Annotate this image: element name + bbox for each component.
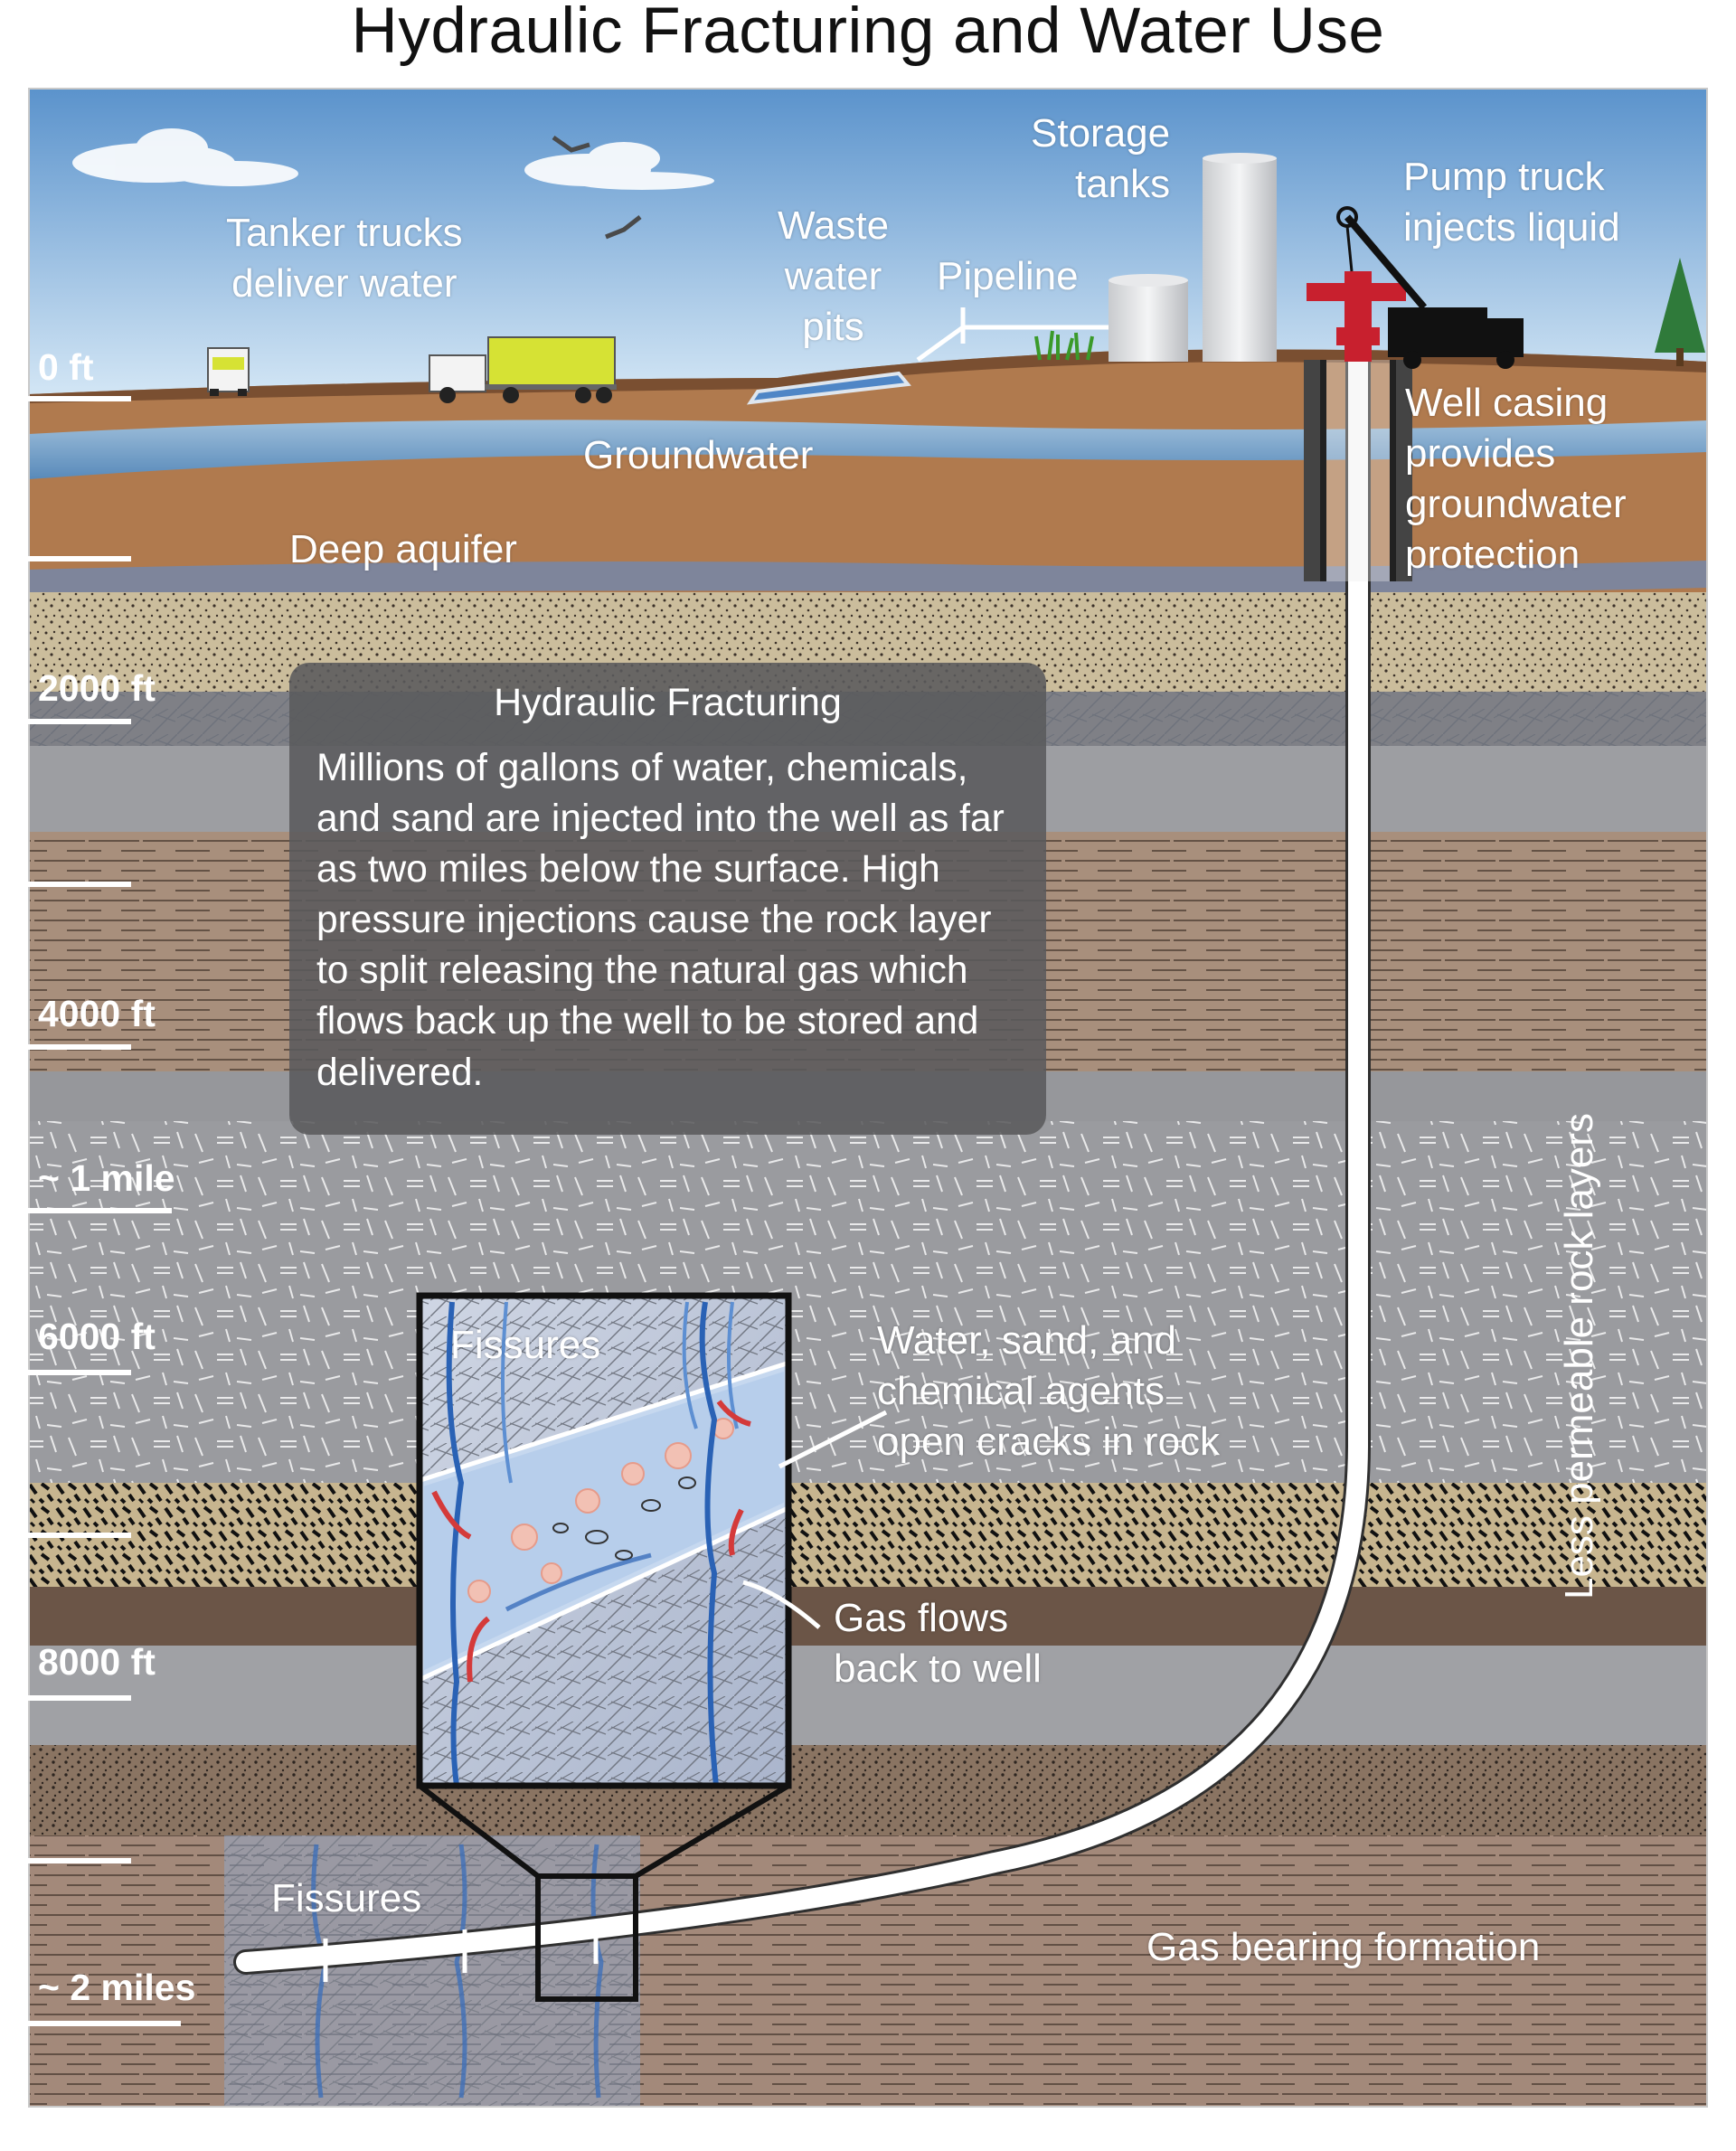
label-less-permeable: Less permeable rock layers: [1557, 1112, 1601, 1600]
depth-tick: [27, 1208, 172, 1213]
depth-label-4000ft: 4000 ft: [38, 993, 156, 1034]
depth-tick: [27, 1533, 131, 1538]
info-box: Hydraulic Fracturing Millions of gallons…: [289, 663, 1046, 1135]
depth-label-8000ft: 8000 ft: [38, 1641, 156, 1683]
depth-label-1-mile: ~ 1 mile: [38, 1157, 175, 1199]
tanker-truck-front: [207, 347, 250, 396]
depth-tick: [27, 882, 131, 887]
depth-tick: [27, 2021, 181, 2026]
gray-layer-3: [29, 1646, 1707, 1745]
diagram-title: Hydraulic Fracturing and Water Use: [351, 0, 1385, 67]
depth-label-2-miles: ~ 2 miles: [38, 1967, 196, 2008]
depth-label-6000ft: 6000 ft: [38, 1316, 156, 1357]
pointer-lines: [742, 1410, 888, 1629]
depth-tick: [27, 1695, 131, 1701]
depth-tick: [27, 1044, 131, 1050]
clouds: [72, 128, 714, 190]
label-gas-bearing-formation: Gas bearing formation: [1146, 1925, 1541, 1969]
info-box-body: Millions of gallons of water, chemicals,…: [316, 747, 1005, 1094]
depth-tick: [27, 396, 131, 401]
inset-connector: [418, 1783, 790, 2002]
label-waste-water-pits: Waste water pits: [778, 203, 890, 349]
label-deep-aquifer: Deep aquifer: [289, 527, 517, 571]
dark-brown-band: [29, 1587, 1707, 1646]
deep-aquifer-layer: [29, 561, 1707, 597]
label-groundwater: Groundwater: [583, 433, 814, 477]
fissure-inset: [416, 1292, 792, 1789]
tree: [1655, 258, 1705, 366]
depth-tick: [27, 1858, 131, 1863]
info-box-title: Hydraulic Fracturing: [494, 681, 842, 724]
label-tanker-trucks: Tanker trucks deliver water: [226, 211, 463, 306]
groundwater-layer: [29, 420, 1707, 479]
label-pump-truck: Pump truck injects liquid: [1403, 155, 1620, 250]
depth-label-2000ft: 2000 ft: [38, 667, 156, 709]
label-storage-tanks: Storage tanks: [1031, 111, 1171, 206]
well-casing: [1304, 360, 1412, 581]
depth-tick: [27, 556, 131, 561]
fissure-zone: [224, 1835, 640, 2107]
pipe-markers: [323, 1920, 599, 1982]
tanker-truck-side: [429, 336, 617, 403]
depth-tick: [27, 719, 131, 724]
depth-tick: [27, 1370, 131, 1375]
label-pipeline: Pipeline: [937, 254, 1079, 298]
pipeline: [916, 325, 1109, 363]
grass: [1034, 330, 1094, 361]
pump-truck: [1336, 206, 1524, 369]
label-gas-flows: Gas flows back to well: [834, 1596, 1042, 1691]
depth-label-0ft: 0 ft: [38, 346, 94, 388]
label-fissures-bottom: Fissures: [271, 1876, 422, 1920]
waste-water-pit: [746, 371, 911, 405]
surface-soil: [29, 349, 1707, 592]
wellhead: [1307, 271, 1406, 362]
label-fissures-inset: Fissures: [450, 1323, 601, 1367]
birds: [552, 135, 642, 240]
label-well-casing: Well casing provides groundwater protect…: [1405, 381, 1627, 577]
label-water-sand-chemicals: Water, sand, and chemical agents open cr…: [877, 1318, 1221, 1464]
storage-tanks: [1109, 153, 1277, 362]
